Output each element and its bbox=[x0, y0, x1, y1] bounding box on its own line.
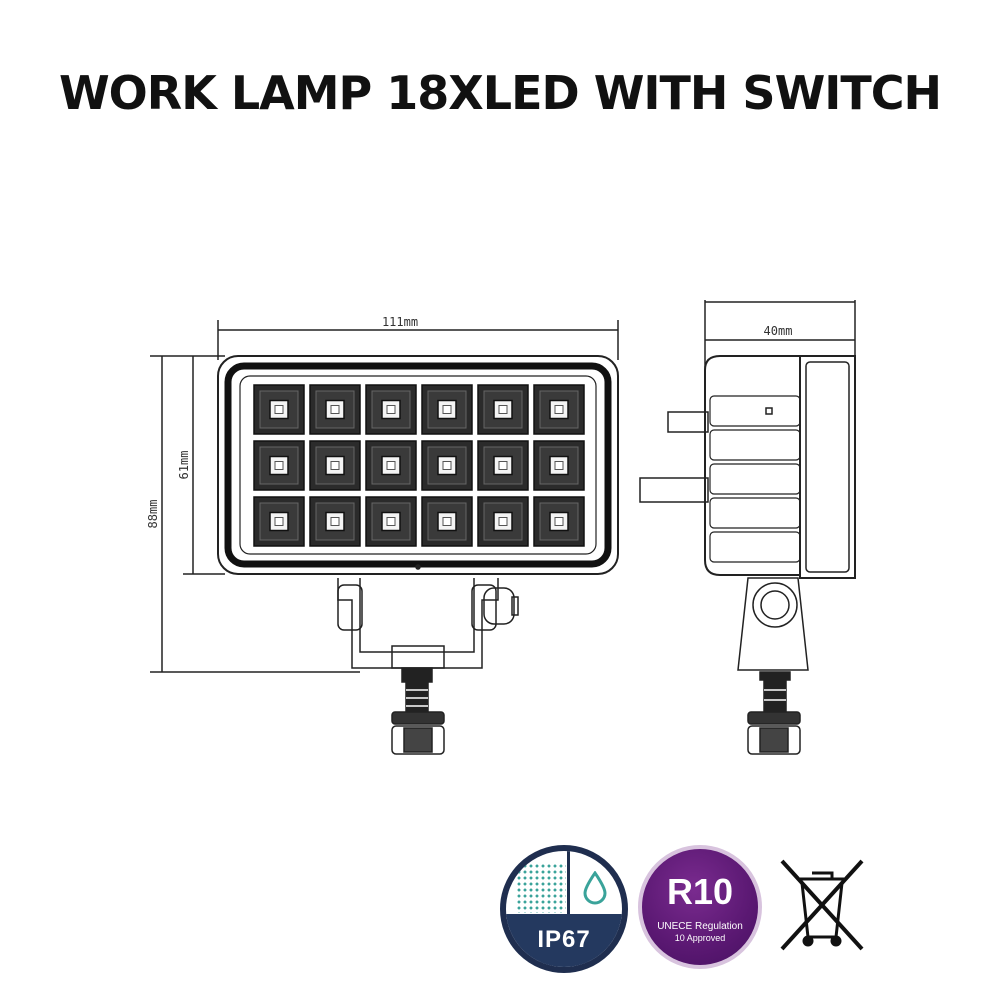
led-cell bbox=[365, 440, 417, 491]
ip-rating-label: IP67 bbox=[506, 913, 622, 967]
r10-title: R10 bbox=[666, 871, 734, 912]
led-cell bbox=[533, 496, 585, 547]
r10-badge-icon: R10 UNECE Regulation 10 Approved bbox=[638, 845, 762, 969]
led-cell bbox=[253, 384, 305, 435]
dim-depth-label: 40mm bbox=[764, 324, 793, 338]
led-grid bbox=[253, 384, 585, 547]
page-title: WORK LAMP 18XLED WITH SWITCH bbox=[58, 66, 942, 120]
led-cell bbox=[309, 496, 361, 547]
led-cell bbox=[477, 384, 529, 435]
badge-divider bbox=[567, 851, 570, 914]
front-view bbox=[150, 320, 619, 673]
led-cell bbox=[421, 496, 473, 547]
r10-line2: 10 Approved bbox=[674, 933, 726, 943]
dim-total-height-label: 88mm bbox=[146, 500, 160, 529]
led-cell bbox=[365, 384, 417, 435]
dust-dots-icon bbox=[516, 863, 566, 913]
side-view bbox=[639, 300, 856, 755]
led-cell bbox=[421, 440, 473, 491]
dim-lens-height-label: 61mm bbox=[177, 451, 191, 480]
led-cell bbox=[533, 440, 585, 491]
led-cell bbox=[253, 496, 305, 547]
led-cell bbox=[533, 384, 585, 435]
weee-crossed-bin-icon bbox=[780, 859, 864, 951]
led-cell bbox=[309, 440, 361, 491]
r10-line1: UNECE Regulation bbox=[657, 921, 743, 932]
led-cell bbox=[309, 384, 361, 435]
led-cell bbox=[477, 440, 529, 491]
led-cell bbox=[421, 384, 473, 435]
led-cell bbox=[365, 496, 417, 547]
led-cell bbox=[477, 496, 529, 547]
dim-width-label: 111mm bbox=[382, 315, 418, 329]
ip67-badge-icon: IP67 bbox=[500, 845, 628, 973]
mount-bracket bbox=[337, 564, 519, 755]
water-drop-icon bbox=[583, 871, 607, 905]
led-cell bbox=[253, 440, 305, 491]
